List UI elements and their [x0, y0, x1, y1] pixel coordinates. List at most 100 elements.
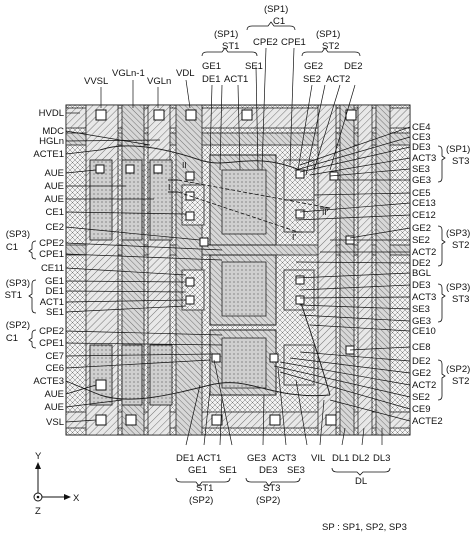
- label-ge1-top: GE1: [202, 61, 221, 72]
- label-se2-right: SE2: [412, 235, 430, 246]
- label-sp3-st1: (SP3): [6, 278, 30, 289]
- label-st3-right-b: ST3: [452, 294, 469, 305]
- label-ce7: CE7: [46, 351, 64, 362]
- label-se1-top: SE1: [245, 61, 263, 72]
- label-cpe1-left: CPE1: [39, 249, 64, 260]
- label-cpe2-top: CPE2: [253, 37, 278, 48]
- leader-lines: [65, 47, 411, 446]
- label-hgln: HGLn: [39, 136, 64, 147]
- label-ge2-top: GE2: [304, 61, 323, 72]
- label-ge3-bottom: GE3: [247, 453, 266, 464]
- label-sp2-c1: (SP2): [6, 320, 30, 331]
- section-mark-ii: II: [182, 160, 187, 170]
- label-se2-b: SE2: [412, 392, 430, 403]
- aue-pad: [121, 344, 143, 406]
- axis-label-z: Z: [35, 506, 41, 517]
- label-st3-right: ST3: [452, 156, 469, 167]
- label-st1-bottom: ST1: [196, 483, 213, 494]
- dl1-line: [339, 104, 355, 436]
- label-st2-right: ST2: [452, 240, 469, 251]
- top-labels: (SP1) C1 CPE2 CPE1 (SP1) ST1 (SP1) ST2 V…: [84, 4, 362, 87]
- label-de2-b: DE2: [412, 356, 430, 367]
- label-act1-bottom: ACT1: [197, 453, 221, 464]
- label-sp2-st2: (SP2): [446, 364, 470, 375]
- label-ce4: CE4: [412, 122, 430, 133]
- label-se2-top: SE2: [303, 74, 321, 85]
- label-ce13: CE13: [412, 198, 436, 209]
- label-sp1-st3: (SP1): [446, 144, 470, 155]
- label-de1-bottom: DE1: [176, 453, 194, 464]
- label-se1-left: SE1: [46, 307, 64, 318]
- label-acte3: ACTE3: [33, 376, 64, 387]
- label-act3-b: ACT3: [412, 292, 436, 303]
- section-mark-ii-prime: II': [322, 207, 329, 217]
- label-de2-right: DE2: [412, 258, 430, 269]
- label-aue-5: AUE: [44, 402, 64, 413]
- label-ce6: CE6: [46, 363, 64, 374]
- dl2-line: [357, 104, 373, 436]
- section-marks: II I II' I': [168, 160, 329, 242]
- label-se3-bottom: SE3: [287, 465, 305, 476]
- label-dl2: DL2: [352, 453, 369, 464]
- label-ge2-right: GE2: [412, 223, 431, 234]
- label-st1-top: ST1: [222, 41, 239, 52]
- aue-pad: [149, 344, 173, 406]
- label-dl: DL: [355, 476, 367, 487]
- right-labels: CE4 CE3 DE3 ACT3 SE3 GE3 CE5 CE13 CE12 G…: [412, 122, 470, 427]
- axis-label-y: Y: [35, 451, 42, 462]
- label-ge3-b: GE3: [412, 316, 431, 327]
- label-ce11: CE11: [41, 263, 64, 274]
- aue-pad: [89, 344, 113, 406]
- label-sp2-st1: (SP2): [189, 495, 213, 506]
- label-st1-left: ST1: [5, 290, 22, 301]
- axis-label-x: X: [73, 493, 80, 504]
- label-acte1: ACTE1: [33, 149, 64, 160]
- label-de3-bottom: DE3: [259, 465, 277, 476]
- axis-indicator: Y X Z: [33, 451, 80, 517]
- label-sp3-c1: (SP3): [6, 229, 30, 240]
- label-se3: SE3: [412, 164, 430, 175]
- label-sp3-st3: (SP3): [446, 282, 470, 293]
- left-labels: HVDL MDC HGLn ACTE1 AUE AUE AUE CE1 CE2 …: [5, 108, 65, 428]
- label-act1-left: ACT1: [40, 297, 64, 308]
- label-act3-bottom: ACT3: [272, 453, 296, 464]
- label-vil: VIL: [311, 453, 325, 464]
- label-ce3: CE3: [412, 132, 430, 143]
- label-bgl: BGL: [412, 268, 431, 279]
- label-act1-top: ACT1: [224, 74, 248, 85]
- label-cpe2-left-b: CPE2: [39, 326, 64, 337]
- label-st2-right-b: ST2: [452, 376, 469, 387]
- label-sp1-c1: (SP1): [264, 4, 288, 15]
- label-st3-bottom: ST3: [263, 483, 280, 494]
- label-act2-b: ACT2: [412, 380, 436, 391]
- label-ce8: CE8: [412, 342, 430, 353]
- label-aue-1: AUE: [44, 168, 64, 179]
- vil-line: [317, 104, 337, 436]
- dl3-line: [375, 104, 391, 436]
- label-st2-top: ST2: [322, 41, 339, 52]
- label-ce5: CE5: [412, 188, 430, 199]
- label-aue-2: AUE: [44, 181, 64, 192]
- label-act3: ACT3: [412, 153, 436, 164]
- bottom-labels: DE1 ACT1 GE1 SE1 GE3 ACT3 DE3 SE3 VIL DL…: [175, 453, 390, 506]
- label-act2-top: ACT2: [326, 74, 350, 85]
- label-sp2-st3: (SP2): [256, 495, 280, 506]
- footnote: SP : SP1, SP2, SP3: [322, 522, 407, 533]
- aue-pad: [149, 159, 173, 241]
- label-aue-4: AUE: [44, 389, 64, 400]
- label-cpe2-left: CPE2: [39, 238, 64, 249]
- label-dl1: DL1: [332, 453, 349, 464]
- section-mark-i-prime: I': [292, 232, 296, 242]
- label-hvdl: HVDL: [39, 108, 64, 119]
- label-sp1-st2: (SP1): [316, 29, 340, 40]
- label-c1-left: C1: [6, 242, 18, 253]
- label-c1-top: C1: [273, 16, 285, 27]
- label-ce9: CE9: [412, 404, 430, 415]
- label-vgln: VGLn: [147, 76, 171, 87]
- label-dl3: DL3: [373, 453, 390, 464]
- label-act2-right: ACT2: [412, 247, 436, 258]
- label-de1-left: DE1: [46, 286, 64, 297]
- label-ce1-left: CE1: [46, 207, 64, 218]
- label-ge2-b: GE2: [412, 368, 431, 379]
